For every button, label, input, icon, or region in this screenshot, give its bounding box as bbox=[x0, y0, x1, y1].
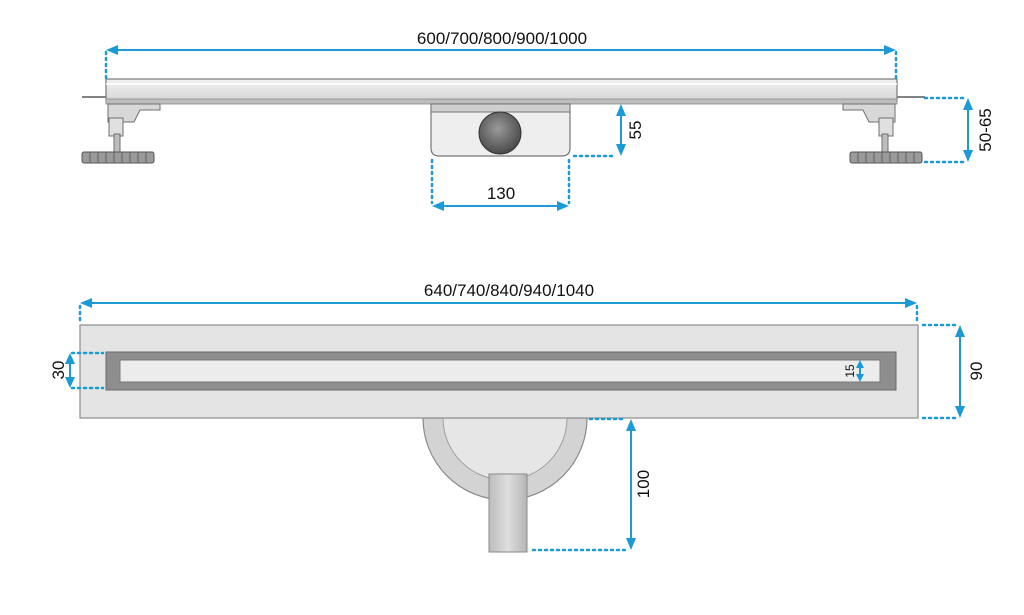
dimension-outlet-depth: 100 bbox=[531, 417, 653, 552]
foot-height-label: 50-65 bbox=[976, 108, 995, 151]
top-view: 600/700/800/900/1000 130 55 50-65 bbox=[81, 29, 995, 211]
length-label-top: 600/700/800/900/1000 bbox=[417, 29, 587, 48]
channel-width-label: 30 bbox=[49, 361, 68, 380]
frame-height-label: 90 bbox=[967, 362, 986, 381]
outlet-depth-label: 100 bbox=[634, 470, 653, 498]
dimension-slot-width: 15 bbox=[843, 360, 864, 382]
dimension-foot-height: 50-65 bbox=[923, 96, 995, 164]
dimension-length-bottom: 640/740/840/940/1040 bbox=[78, 281, 919, 325]
left-leveling-foot bbox=[81, 103, 161, 164]
dimension-length-top: 600/700/800/900/1000 bbox=[104, 29, 898, 80]
dimension-channel-width: 30 bbox=[49, 351, 105, 390]
drain-slot bbox=[119, 359, 881, 383]
outlet-pipe bbox=[422, 417, 588, 553]
right-leveling-foot bbox=[842, 103, 923, 164]
drain-bar bbox=[105, 78, 898, 102]
outlet-width-label: 130 bbox=[487, 184, 515, 203]
dimension-frame-height: 90 bbox=[921, 323, 986, 420]
dimension-outlet-height: 55 bbox=[572, 104, 645, 158]
slot-width-label: 15 bbox=[843, 364, 857, 378]
outlet-hole bbox=[478, 111, 522, 155]
bottom-view: 640/740/840/940/1040 30 15 90 bbox=[49, 281, 986, 553]
outlet-height-label: 55 bbox=[626, 121, 645, 140]
length-label-bottom: 640/740/840/940/1040 bbox=[424, 281, 594, 300]
outlet-box bbox=[430, 103, 571, 157]
dimension-outlet-width: 130 bbox=[430, 158, 571, 211]
